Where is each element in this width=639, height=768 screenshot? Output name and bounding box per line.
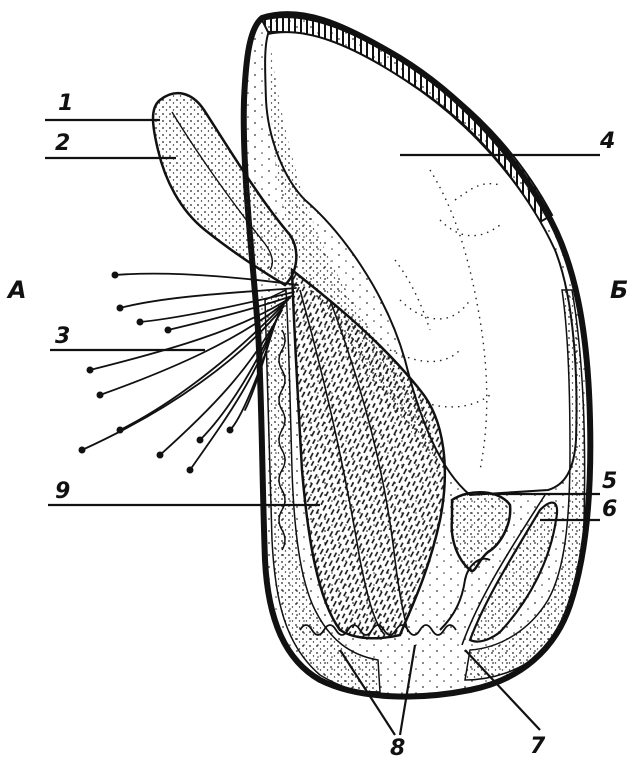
side-label-a: А — [6, 276, 27, 304]
label-5: 5 — [602, 469, 617, 494]
side-label-b: Б — [610, 276, 628, 304]
label-2: 2 — [55, 131, 70, 156]
label-3: 3 — [55, 324, 70, 349]
label-1: 1 — [58, 91, 73, 116]
label-6: 6 — [602, 497, 617, 522]
root-hair-tips — [79, 272, 234, 474]
label-9: 9 — [55, 479, 70, 504]
label-4: 4 — [599, 129, 615, 154]
label-8: 8 — [390, 736, 405, 761]
label-7: 7 — [530, 734, 546, 759]
